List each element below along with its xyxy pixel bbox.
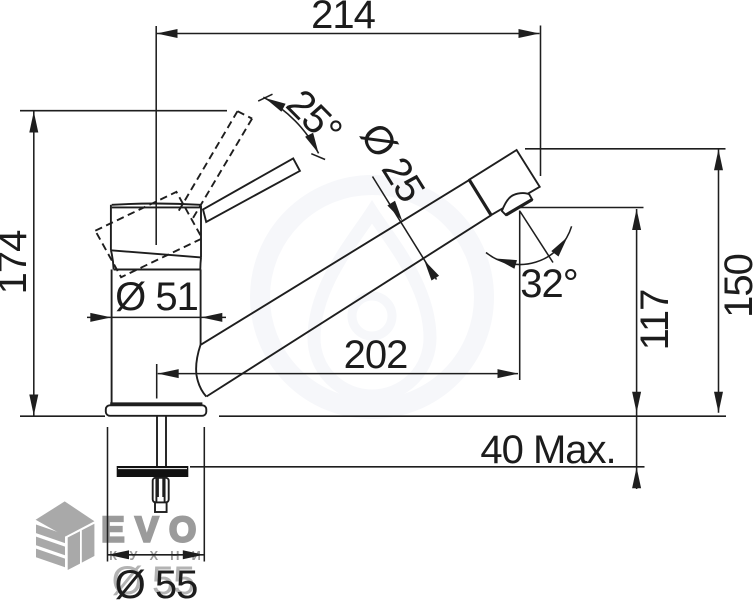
- svg-text:Ø 55: Ø 55: [115, 563, 198, 600]
- svg-text:202: 202: [344, 333, 408, 377]
- svg-text:117: 117: [633, 290, 677, 351]
- svg-text:Ø 51: Ø 51: [115, 275, 198, 319]
- svg-text:40 Max.: 40 Max.: [480, 428, 615, 472]
- svg-text:150: 150: [717, 254, 754, 318]
- svg-text:174: 174: [0, 230, 35, 294]
- svg-text:EVO: EVO: [101, 511, 206, 550]
- svg-text:214: 214: [311, 0, 375, 37]
- svg-text:32°: 32°: [520, 262, 578, 306]
- svg-text:Ø 55: Ø 55: [112, 559, 195, 600]
